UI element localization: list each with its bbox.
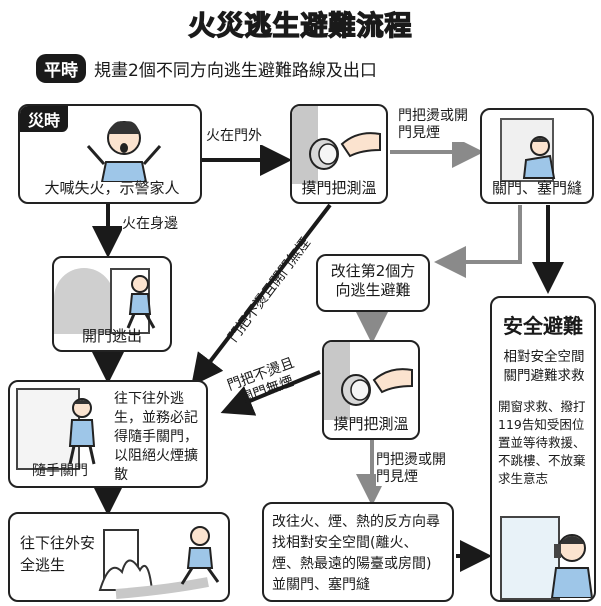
routine-text: 規畫2個不同方向逃生避難路線及出口 [94, 61, 377, 81]
node-close-door-label: 關門、塞門縫 [491, 179, 582, 197]
node-close-door: 關門、塞門縫 [480, 108, 594, 204]
node-safe: 安全避難 相對安全空間關門避難求救 開窗求救、撥打119告知受困位置並等待救援、… [490, 296, 596, 602]
node-second-route-label: 改往第2個方向逃生避難 [330, 262, 416, 299]
node-open-escape: 開門逃出 [52, 256, 172, 352]
node-second-route: 改往第2個方向逃生避難 [316, 254, 430, 312]
panicking-person-icon [86, 121, 162, 182]
node-close-behind-label: 隨手關門 [32, 463, 88, 479]
node-escape-out: 往下往外安全逃生 [8, 512, 230, 602]
node-safe-line1: 相對安全空間關門避難求救 [503, 349, 585, 384]
routine-row: 平時 規畫2個不同方向逃生避難路線及出口 [36, 54, 377, 83]
crouching-person-icon [522, 136, 556, 179]
node-go-down: 往下往外逃生，並務必記得隨手關門，以阻絕火煙擴散 隨手關門 [8, 380, 208, 488]
node-find-safe-space-label: 改往火、煙、熱的反方向尋找相對安全空間(離火、煙、熱最遠的陽臺或房間)並關門、塞… [272, 514, 440, 593]
arrow-close-to-second [434, 205, 522, 278]
node-touch-knob-2: 摸門把測溫 [322, 340, 420, 440]
routine-tag: 平時 [36, 54, 86, 83]
node-go-down-label: 往下往外逃生，並務必記得隨手關門，以阻絕火煙擴散 [114, 391, 198, 483]
door-knob-hand-icon [309, 132, 381, 170]
window-icon [500, 516, 560, 600]
running-person-icon [126, 275, 156, 329]
node-safe-title: 安全避難 [503, 314, 583, 338]
person-on-phone-icon [550, 534, 594, 598]
node-escape-out-label: 往下往外安全逃生 [20, 534, 96, 574]
node-shout: 災時 大喊失火，示警家人 [18, 104, 202, 204]
disaster-tag: 災時 [20, 106, 69, 132]
node-find-safe-space: 改往火、煙、熱的反方向尋找相對安全空間(離火、煙、熱最遠的陽臺或房間)並關門、塞… [262, 502, 454, 602]
edge-label-fire-nearby: 火在身邊 [122, 216, 178, 233]
diagram-title: 火災逃生避難流程 [188, 10, 413, 42]
door-knob-hand-icon-2 [341, 368, 413, 406]
edge-label-hot-or-smoke-1: 門把燙或開門見煙 [398, 108, 468, 142]
smoke-cloud-icon [54, 268, 114, 334]
building-fire-runner-icon [98, 526, 220, 599]
edge-label-fire-outside: 火在門外 [206, 128, 262, 145]
node-touch-knob-1: 摸門把測溫 [290, 104, 388, 204]
node-touch-knob-1-label: 摸門把測溫 [301, 179, 377, 197]
node-shout-label: 大喊失火，示警家人 [44, 179, 180, 197]
closing-door-person-icon [68, 398, 96, 465]
node-open-escape-label: 開門逃出 [81, 327, 142, 345]
arrow-not-hot-2 [220, 370, 321, 416]
arrow-not-hot-1 [191, 203, 332, 387]
door-icon [16, 388, 80, 470]
node-touch-knob-2-label: 摸門把測溫 [333, 415, 409, 433]
node-safe-line2: 開窗求救、撥打119告知受困位置並等待救援、不跳樓、不放棄求生意志 [498, 399, 586, 486]
edge-label-hot-or-smoke-2: 門把燙或開門見煙 [376, 452, 452, 486]
